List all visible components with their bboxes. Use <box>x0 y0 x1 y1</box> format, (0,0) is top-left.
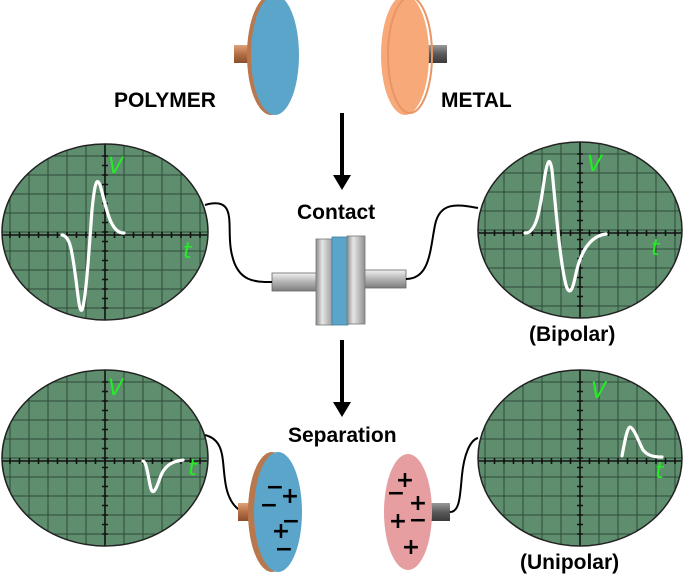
charge-sign: − <box>260 493 278 518</box>
screen-axes <box>2 144 208 320</box>
signal-trace <box>60 180 126 312</box>
voltage-axis-label: V <box>587 152 604 177</box>
screen-bezel <box>1 143 209 321</box>
time-axis-label: t <box>188 456 198 481</box>
screen-axes <box>478 142 682 318</box>
charge-sign: + <box>272 519 290 544</box>
oscilloscope-screen-icon <box>477 369 683 547</box>
polymer-charges: − − + − + − <box>260 475 300 562</box>
signal-trace <box>620 425 664 459</box>
charge-sign: + <box>396 468 414 493</box>
screen-bezel <box>477 369 683 547</box>
charge-sign: − <box>387 481 405 506</box>
wire-right-separation <box>449 437 479 513</box>
oscilloscope-screen-icon <box>1 369 209 547</box>
contact-label: Contact <box>297 201 376 224</box>
polymer-plate-top <box>234 0 299 115</box>
time-axis-label: t <box>651 236 661 261</box>
charge-sign: − <box>282 509 300 534</box>
voltage-axis-label: V <box>591 379 608 404</box>
wire-left-separation <box>204 434 247 513</box>
signal-trace <box>523 160 608 293</box>
down-arrow-head <box>333 175 351 190</box>
unipolar-label: (Unipolar) <box>520 551 620 574</box>
charge-sign: − <box>266 475 284 500</box>
charge-sign: + <box>281 484 299 509</box>
oscilloscope-screen-icon <box>1 143 209 321</box>
voltage-axis-label: V <box>108 154 125 179</box>
separation-label: Separation <box>288 424 397 447</box>
screen-bezel <box>1 369 209 547</box>
metal-plate-charged <box>384 454 450 570</box>
voltage-axis-label: V <box>108 376 125 401</box>
wire-right-contact <box>405 204 479 280</box>
wire-left-contact <box>204 202 273 283</box>
charge-sign: − <box>409 508 427 533</box>
screen-bezel <box>477 141 683 319</box>
metal-label: METAL <box>441 89 512 112</box>
bipolar-label: (Bipolar) <box>529 323 616 346</box>
charge-sign: + <box>389 509 407 534</box>
charge-sign: + <box>409 491 427 516</box>
charge-sign: + <box>402 535 420 560</box>
metal-charges: + − + + − + <box>387 468 427 560</box>
time-axis-label: t <box>183 239 193 264</box>
stacked-triboelectric-device-icon <box>271 235 407 326</box>
screen-axes <box>478 370 682 546</box>
polymer-label: POLYMER <box>114 89 216 112</box>
charge-sign: − <box>275 537 293 562</box>
time-axis-label: t <box>655 459 665 484</box>
metal-plate-top <box>381 0 447 115</box>
signal-trace <box>141 458 185 494</box>
polymer-plate-charged <box>238 452 302 572</box>
oscilloscope-screen-icon <box>477 141 683 319</box>
down-arrow-head <box>333 402 351 417</box>
